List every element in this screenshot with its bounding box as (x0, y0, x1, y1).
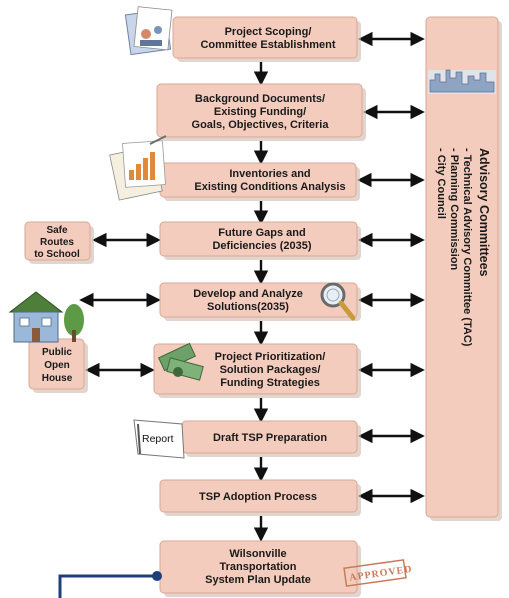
report-document-icon: Report (133, 419, 185, 459)
advisory-item-tac: - Technical Advisory Committee (TAC) (461, 148, 473, 347)
svg-text:System Plan Update: System Plan Update (205, 574, 311, 586)
step-inventories: Inventories and Existing Conditions Anal… (159, 162, 360, 201)
svg-text:Draft TSP Preparation: Draft TSP Preparation (213, 432, 327, 444)
step-scoping: Project Scoping/ Committee Establishment (172, 16, 361, 62)
house-icon (8, 291, 84, 343)
step-final: Wilsonville Transportation System Plan U… (159, 540, 361, 597)
svg-text:Transportation: Transportation (219, 561, 296, 573)
svg-text:Future Gaps and: Future Gaps and (218, 227, 305, 239)
svg-text:to School: to School (34, 249, 80, 260)
report-label: Report (142, 433, 174, 445)
svg-text:Funding Strategies: Funding Strategies (220, 377, 320, 389)
advisory-title: Advisory Committees (477, 148, 491, 277)
meeting-clipart-icon (124, 6, 173, 56)
svg-text:Solution Packages/: Solution Packages/ (220, 364, 321, 376)
step-adoption: TSP Adoption Process (159, 479, 361, 516)
advisory-committees-box: Advisory Committees - Technical Advisory… (425, 16, 502, 521)
open-house-box: Public Open House (28, 338, 88, 393)
magnifier-icon (320, 282, 356, 321)
step-draft: Draft TSP Preparation (181, 420, 361, 457)
safe-routes-box: Safe Routes to School (24, 221, 94, 264)
advisory-item-council: - City Council (435, 148, 447, 219)
svg-text:Public: Public (42, 347, 72, 358)
svg-text:Routes: Routes (40, 237, 74, 248)
svg-text:Project Prioritization/: Project Prioritization/ (215, 351, 326, 363)
svg-text:Deficiencies (2035): Deficiencies (2035) (212, 240, 311, 252)
city-skyline-icon (428, 69, 496, 94)
svg-text:House: House (42, 373, 73, 384)
money-icon (157, 342, 204, 381)
svg-text:Safe: Safe (46, 225, 68, 236)
step-solutions: Develop and Analyze Solutions(2035) (159, 282, 361, 321)
svg-text:Existing Conditions Analysis: Existing Conditions Analysis (194, 181, 345, 193)
advisory-item-planning: - Planning Commission (448, 148, 460, 271)
step-background: Background Documents/ Existing Funding/ … (156, 83, 366, 141)
svg-text:Develop and Analyze: Develop and Analyze (193, 288, 303, 300)
svg-text:TSP Adoption Process: TSP Adoption Process (199, 491, 317, 503)
svg-text:Goals, Objectives, Criteria: Goals, Objectives, Criteria (192, 119, 330, 131)
svg-text:Inventories and: Inventories and (229, 168, 310, 180)
step-prioritization: Project Prioritization/ Solution Package… (153, 343, 361, 398)
svg-text:Project Scoping/: Project Scoping/ (225, 26, 312, 38)
left-arrows (79, 232, 161, 378)
advisory-arrows (357, 31, 425, 504)
leader-line (58, 571, 162, 598)
bar-chart-document-icon (109, 135, 167, 201)
svg-text:Solutions(2035): Solutions(2035) (207, 301, 289, 313)
svg-text:Existing Funding/: Existing Funding/ (214, 106, 306, 118)
step-gaps: Future Gaps and Deficiencies (2035) (159, 221, 361, 260)
svg-text:Wilsonville: Wilsonville (229, 548, 286, 560)
svg-text:Open: Open (44, 360, 70, 371)
svg-text:Committee Establishment: Committee Establishment (200, 39, 335, 51)
svg-text:Background Documents/: Background Documents/ (195, 93, 325, 105)
